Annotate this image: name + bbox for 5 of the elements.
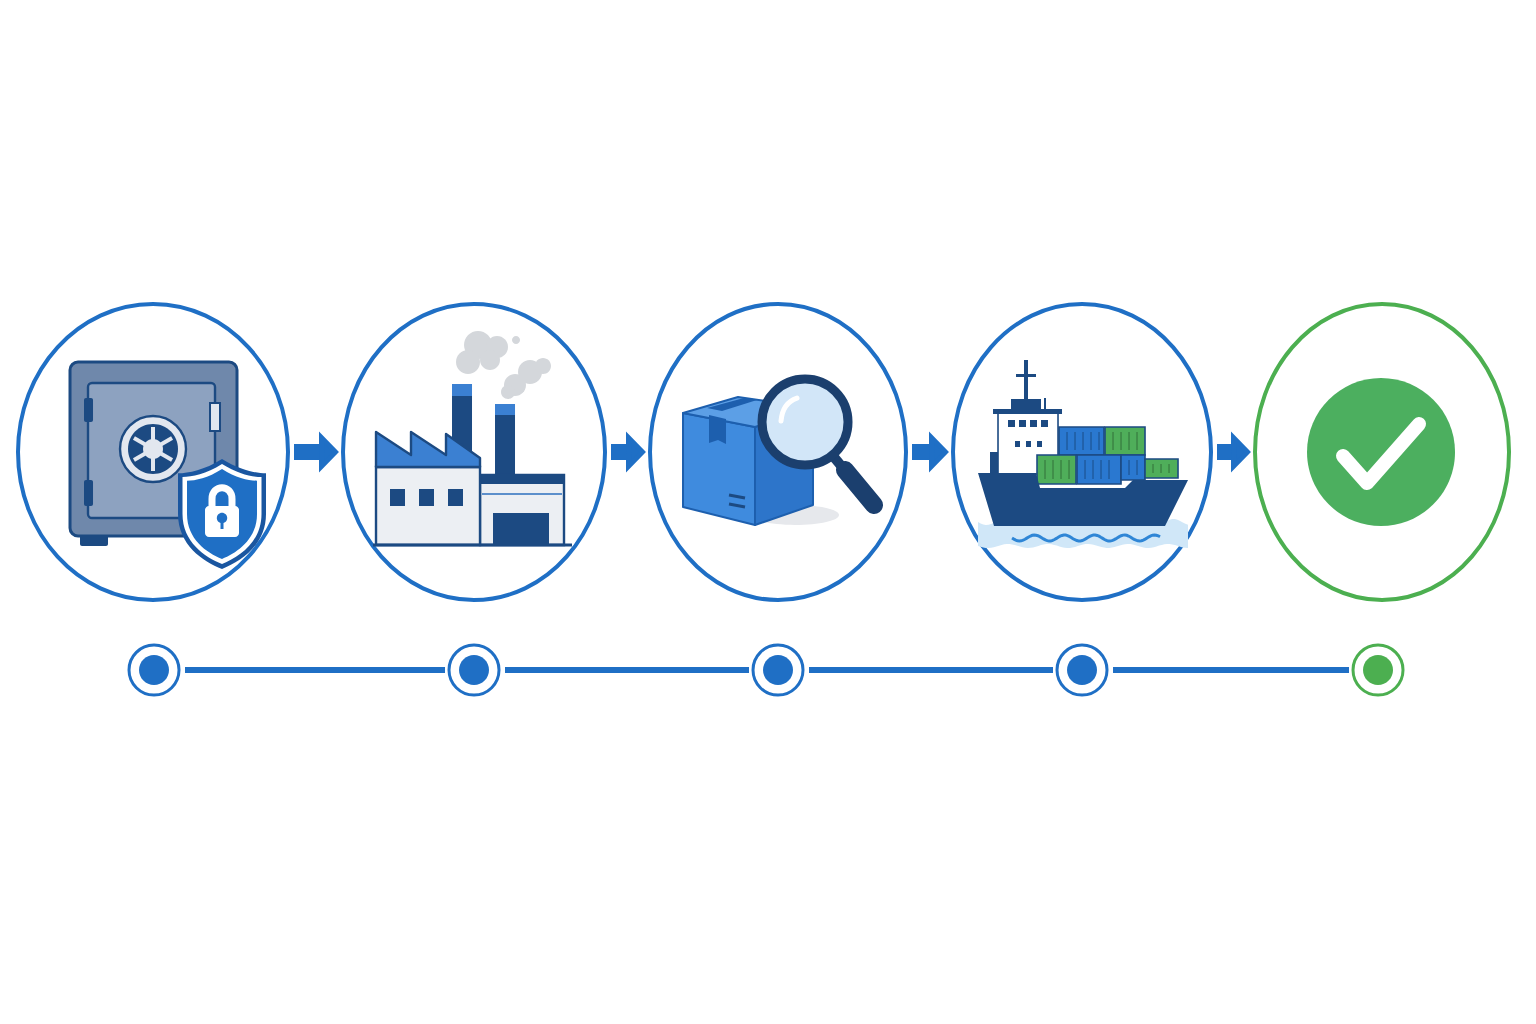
timeline-dot	[1351, 643, 1405, 697]
timeline-dot	[751, 643, 805, 697]
timeline-dot	[1055, 643, 1109, 697]
timeline-dot	[447, 643, 501, 697]
timeline-dot	[127, 643, 181, 697]
